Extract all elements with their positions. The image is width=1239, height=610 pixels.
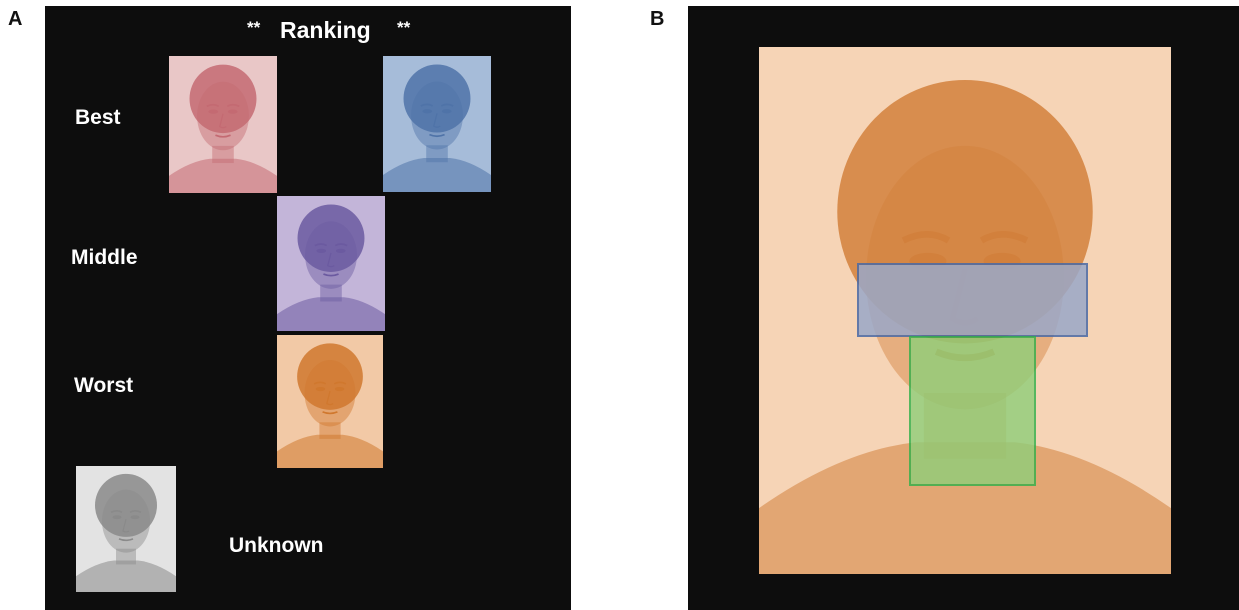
right-brow [440, 103, 454, 107]
panel-b [688, 6, 1239, 610]
face-photo-middle [277, 196, 385, 331]
mouth [323, 273, 339, 277]
left-eye [208, 109, 219, 114]
shoulders [759, 442, 1171, 574]
face-photo-unknown [76, 466, 176, 592]
nose [327, 252, 335, 268]
left-brow [901, 231, 951, 244]
ranking-title: Ranking [280, 17, 371, 43]
right-brow [979, 231, 1029, 244]
left-brow [110, 510, 123, 513]
eye-region-box [857, 263, 1088, 337]
right-eye [334, 386, 345, 392]
nose [326, 390, 334, 406]
nose [433, 113, 441, 128]
panel-b-letter: B [650, 8, 665, 30]
neck [116, 548, 136, 565]
left-brow [313, 381, 327, 385]
left-eye [422, 109, 433, 114]
right-eye [441, 109, 452, 114]
significance-marker-right: ** [397, 18, 411, 37]
right-brow [129, 510, 142, 513]
significance-marker-left: ** [247, 18, 261, 37]
left-brow [206, 103, 220, 108]
shoulders [383, 158, 491, 192]
left-eye [316, 248, 327, 253]
left-eye [112, 515, 122, 520]
face-photo-worst [277, 335, 383, 468]
hair [297, 343, 363, 410]
mouth [429, 133, 445, 138]
hair [297, 204, 365, 272]
row-label-unknown: Unknown [229, 534, 324, 557]
hair [189, 64, 257, 134]
nose [122, 519, 130, 533]
panel-a-letter: A [8, 8, 23, 30]
mouth [322, 411, 338, 415]
mouth [215, 134, 231, 138]
mouth [118, 538, 134, 542]
nose [219, 113, 227, 129]
right-eye [227, 109, 238, 114]
right-eye [335, 248, 346, 253]
left-brow [420, 103, 434, 107]
nose-mouth-region-box [909, 336, 1036, 486]
hair [95, 473, 157, 537]
right-brow [334, 243, 348, 247]
hair [403, 64, 471, 133]
neck [319, 422, 341, 439]
left-eye [315, 386, 326, 392]
right-brow [333, 381, 347, 385]
right-eye [130, 515, 140, 520]
shoulders [277, 434, 383, 468]
neck [212, 145, 234, 164]
panel-a: ** Ranking ** Best Middle Worst Unknown [45, 6, 571, 610]
shoulders [169, 158, 277, 193]
shoulders [277, 297, 385, 331]
face-photo-best-left [169, 56, 277, 193]
row-label-best: Best [75, 106, 121, 129]
face-photo-best-right [383, 56, 491, 192]
left-brow [314, 243, 328, 247]
right-brow [226, 103, 240, 108]
neck [320, 284, 342, 302]
row-label-middle: Middle [71, 246, 138, 269]
neck [426, 145, 448, 163]
shoulders [76, 560, 176, 592]
row-label-worst: Worst [74, 374, 134, 397]
